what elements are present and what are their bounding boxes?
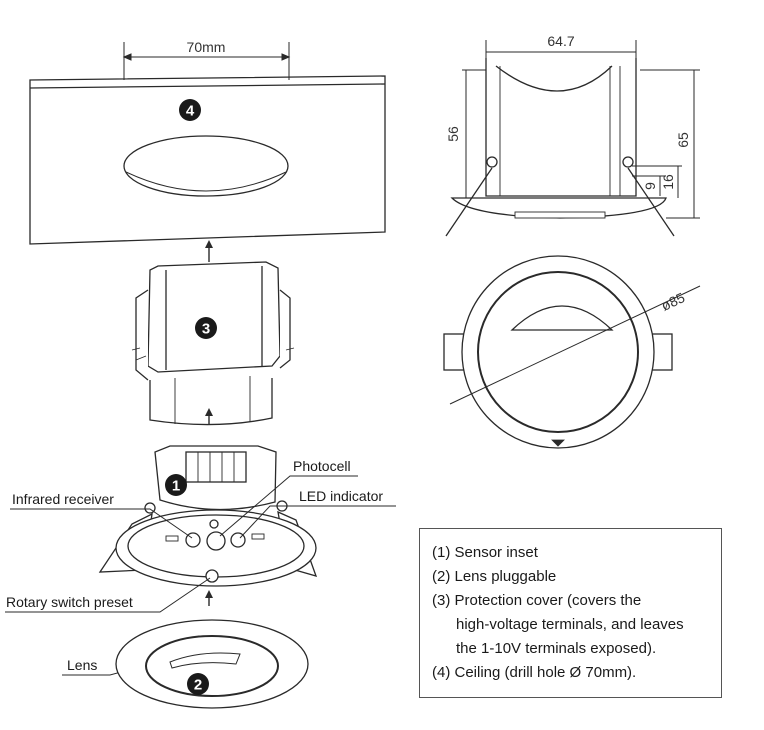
marker-3-label: 3 [202, 321, 210, 338]
dim-9-label: 9 [642, 182, 658, 190]
assembly-arrow-1 [205, 240, 213, 262]
dim-16-label: 16 [660, 174, 676, 190]
marker-2: 2 [187, 673, 209, 695]
right-height-label: 65 [675, 132, 691, 148]
left-height-label: 56 [445, 126, 461, 142]
assembly-arrow-2 [205, 408, 213, 424]
ceiling-panel [29, 75, 386, 245]
marker-1: 1 [165, 474, 187, 496]
front-view [443, 255, 701, 449]
marker-4: 4 [179, 99, 201, 121]
lens-label: Lens [67, 657, 97, 673]
legend-item-4: (4) Ceiling (drill hole Ø 70mm). [432, 664, 637, 681]
legend-box: (1) Sensor inset (2) Lens pluggable (3) … [419, 528, 722, 698]
legend-item-2: (2) Lens pluggable [432, 568, 557, 585]
legend-item-3-cont-1: high-voltage terminals, and leaves [456, 616, 684, 633]
legend-item-3: (3) Protection cover (covers the [432, 592, 642, 609]
rotary-switch-label: Rotary switch preset [6, 594, 133, 610]
legend-item-3-cont-2: the 1-10V terminals exposed). [456, 640, 657, 657]
protection-cover [131, 261, 295, 426]
marker-1-label: 1 [172, 478, 180, 495]
marker-4-label: 4 [186, 103, 195, 120]
marker-3: 3 [195, 317, 217, 339]
assembly-arrow-3 [205, 590, 213, 606]
lens [115, 619, 309, 709]
photocell-label: Photocell [293, 458, 351, 474]
led-indicator-label: LED indicator [299, 488, 383, 504]
sensor-inset [98, 445, 318, 587]
side-view-dimensions [462, 40, 700, 219]
legend-item-1: (1) Sensor inset [432, 544, 538, 561]
marker-2-label: 2 [194, 677, 202, 694]
side-view [445, 58, 675, 237]
diameter-label: ø85 [659, 289, 688, 314]
top-width-label: 64.7 [547, 33, 574, 49]
drill-width-dimension [122, 42, 291, 80]
infrared-receiver-label: Infrared receiver [12, 491, 114, 507]
drill-width-label: 70mm [187, 39, 226, 55]
